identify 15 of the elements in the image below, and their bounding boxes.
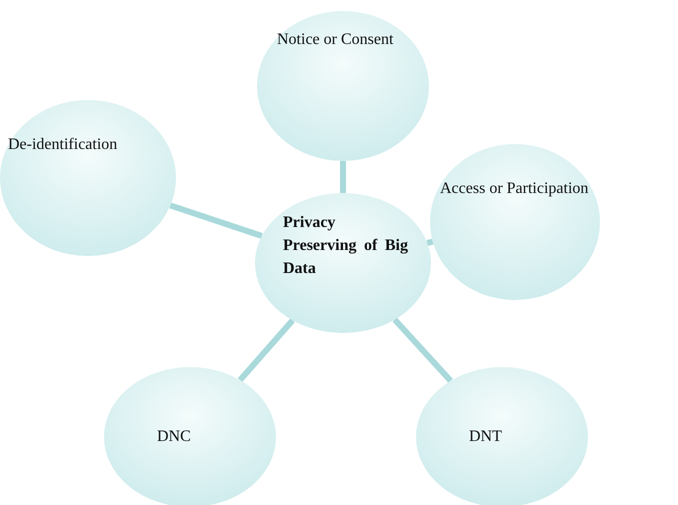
ellipse-node [430, 144, 600, 300]
connector-line [238, 318, 295, 382]
connector-line [169, 202, 263, 239]
node-label: DNT [469, 427, 503, 447]
ellipse-node [0, 100, 176, 256]
node-label: Privacy Preserving of Big Data [283, 213, 408, 280]
connector-line [426, 238, 434, 246]
connector-line [392, 318, 453, 383]
connector-line [340, 161, 346, 193]
node-label: Access or Participation [440, 179, 590, 199]
node-label: DNC [157, 427, 192, 447]
ellipse-node [255, 193, 431, 333]
node-label: De-identification [8, 135, 118, 155]
node-label: Notice or Consent [277, 30, 394, 50]
ellipse-node [257, 11, 429, 161]
